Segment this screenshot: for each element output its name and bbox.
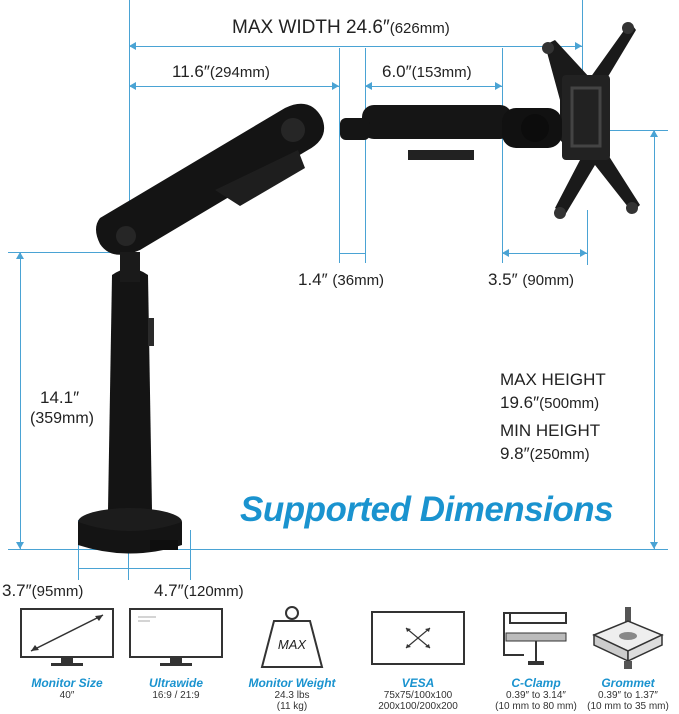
pole-height-mm: (359mm) bbox=[30, 410, 95, 427]
arm-segment-2 bbox=[340, 105, 562, 160]
offset-label: 1.4″ (36mm) bbox=[298, 270, 385, 289]
max-width-line bbox=[129, 46, 582, 47]
min-height-label: MIN HEIGHT bbox=[500, 421, 601, 440]
base-left-label: 3.7″(95mm) bbox=[2, 581, 84, 600]
arm1-line bbox=[129, 86, 339, 87]
base-center-ext bbox=[128, 540, 129, 580]
arm2-line bbox=[365, 86, 502, 87]
feature-monitor-weight: MAX Monitor Weight 24.3 lbs (11 kg) bbox=[237, 604, 347, 712]
base-left-ext bbox=[78, 520, 79, 580]
feature-monitor-size: Monitor Size 40″ bbox=[12, 604, 122, 701]
offset-line bbox=[339, 253, 365, 254]
feature-grommet: Grommet 0.39″ to 1.37″ (10 mm to 35 mm) bbox=[573, 604, 679, 712]
feature-vesa: VESA 75x75/100x100 200x100/200x200 bbox=[363, 604, 473, 712]
feature-c-clamp: C-Clamp 0.39″ to 3.14″ (10 mm to 80 mm) bbox=[481, 604, 591, 712]
ext-line-right bbox=[582, 0, 583, 85]
max-width-label: MAX WIDTH 24.6″(626mm) bbox=[232, 17, 450, 38]
pole-height-value: 14.1″ bbox=[40, 388, 80, 407]
monitor-arm-illustration bbox=[78, 22, 640, 554]
grommet-icon bbox=[592, 607, 664, 669]
ultrawide-icon bbox=[129, 608, 223, 666]
headline: Supported Dimensions bbox=[240, 490, 614, 529]
pole-top-ext bbox=[8, 252, 128, 253]
arm1-label: 11.6″(294mm) bbox=[172, 62, 270, 81]
feature-ultrawide: Ultrawide 16:9 / 21:9 bbox=[121, 604, 231, 701]
svg-text:MAX: MAX bbox=[278, 637, 308, 652]
pole-height-line bbox=[20, 252, 21, 549]
ext-line-arm2-start bbox=[365, 48, 366, 263]
max-height-top-ext bbox=[560, 130, 668, 131]
vesa-icon bbox=[371, 611, 465, 665]
vesa-offset-label: 3.5″ (90mm) bbox=[488, 270, 575, 289]
pole-bottom-ext bbox=[8, 549, 668, 550]
min-height-value: 9.8″(250mm) bbox=[500, 444, 590, 463]
base-right-ext bbox=[190, 530, 191, 580]
monitor-size-icon bbox=[20, 608, 114, 666]
max-height-label: MAX HEIGHT bbox=[500, 370, 606, 389]
ext-line-arm2-end bbox=[502, 48, 503, 263]
max-height-line bbox=[654, 130, 655, 549]
arm-segment-1 bbox=[96, 103, 325, 255]
base bbox=[78, 508, 182, 554]
ext-line-left bbox=[129, 0, 130, 210]
pole bbox=[108, 252, 154, 515]
max-height-value: 19.6″(500mm) bbox=[500, 393, 600, 412]
ext-line-arm1-end bbox=[339, 48, 340, 263]
arm2-label: 6.0″(153mm) bbox=[382, 62, 472, 81]
base-right-label: 4.7″(120mm) bbox=[154, 581, 244, 600]
c-clamp-icon bbox=[503, 612, 567, 665]
weight-icon: MAX bbox=[260, 606, 324, 668]
ext-line-vesa-end bbox=[587, 210, 588, 265]
vesa-plate bbox=[542, 22, 640, 219]
vesa-offset-line bbox=[502, 253, 587, 254]
